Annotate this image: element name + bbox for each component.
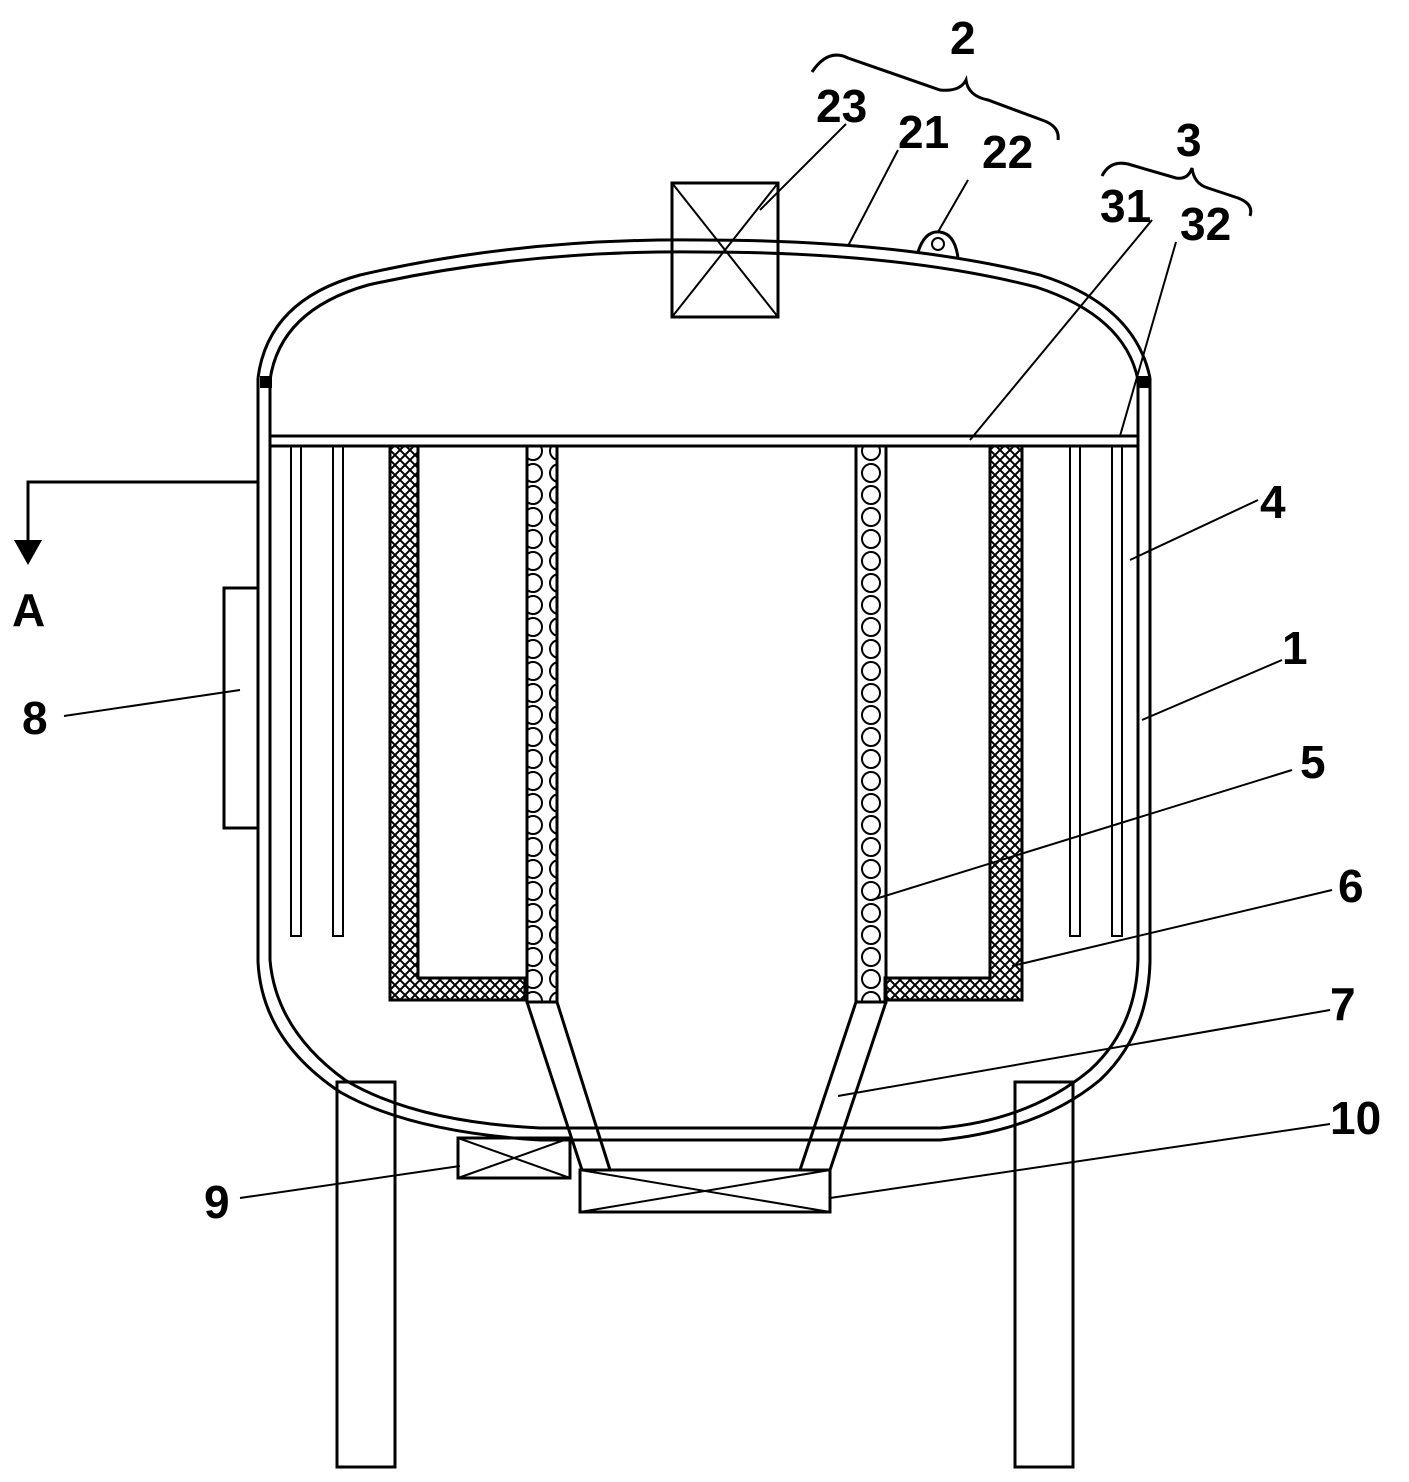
label-31: 31	[1100, 180, 1151, 232]
control-box	[222, 586, 260, 830]
tank-lid	[256, 238, 1152, 388]
label-section-a: A	[12, 584, 45, 636]
label-32: 32	[1180, 198, 1231, 250]
part-labels: 2 23 21 22 3 31 32 4 1 5 6 7 10 9 8 A	[12, 12, 1381, 1228]
label-23: 23	[816, 80, 867, 132]
label-6: 6	[1338, 860, 1364, 912]
filter-basket	[388, 444, 1024, 1002]
label-21: 21	[898, 106, 949, 158]
label-3: 3	[1176, 114, 1202, 166]
discharge-funnel	[525, 1001, 888, 1171]
motor-box	[670, 181, 780, 319]
label-22: 22	[982, 126, 1033, 178]
label-7: 7	[1330, 978, 1356, 1030]
label-2: 2	[950, 12, 976, 64]
label-10: 10	[1330, 1092, 1381, 1144]
label-1: 1	[1282, 622, 1308, 674]
tank-body	[256, 378, 1152, 1142]
label-8: 8	[22, 692, 48, 744]
vent-nozzle	[916, 230, 960, 259]
leader-lines	[63, 123, 1333, 1199]
drain-valve	[456, 1136, 572, 1180]
outlet-valve	[578, 1168, 832, 1214]
label-9: 9	[204, 1176, 230, 1228]
label-4: 4	[1260, 476, 1286, 528]
screen-tubes	[525, 444, 888, 1004]
heating-rods	[290, 445, 1123, 937]
support-plate	[268, 434, 1140, 448]
label-5: 5	[1300, 736, 1326, 788]
label-braces	[810, 53, 1253, 217]
support-legs	[335, 1080, 1075, 1469]
section-arrow	[14, 480, 258, 565]
